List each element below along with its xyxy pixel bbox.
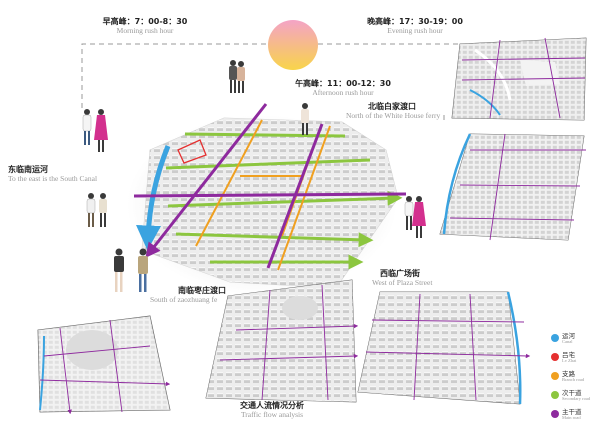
- legend-label: 运河: [562, 332, 575, 340]
- pedestrian-icon: [237, 61, 245, 93]
- north-ferry-zh: 北临白家渡口: [368, 102, 416, 111]
- lv-residence-outline: [177, 139, 207, 164]
- legend-sublabel: Branch road: [562, 376, 585, 382]
- legend-sublabel: Canal: [562, 338, 573, 344]
- evening-rush-label: 晚高峰：17：30-19：00 Evening rush hour: [360, 17, 470, 35]
- legend-sublabel: Main road: [562, 414, 581, 420]
- pedestrian-icon: [114, 248, 124, 292]
- pedestrian-icon: [86, 193, 96, 227]
- east-canal-zh: 东临南运河: [8, 165, 48, 174]
- map-panel-southwest: [37, 315, 171, 415]
- evening-rush-en: Evening rush hour: [387, 25, 443, 35]
- main-road-dot-icon: [551, 410, 559, 418]
- afternoon-rush-label: 午高峰：11：00-12：30 Afternoon rush hour: [288, 79, 398, 97]
- residence-dot-icon: [551, 353, 559, 361]
- pedestrian-figures: [82, 60, 426, 292]
- canal-dot-icon: [551, 334, 559, 342]
- north-ferry-label: 北临白家渡口 North of the White House ferry: [346, 102, 441, 120]
- map-panel-southeast: [357, 291, 531, 405]
- legend-sublabel: Lv Zhai: [562, 357, 577, 363]
- morning-rush-en: Morning rush hour: [116, 25, 174, 35]
- south-ferry-label: 南临枣庄渡口 South of zaozhuang fe: [150, 286, 226, 304]
- afternoon-rush-en: Afternoon rush hour: [312, 87, 374, 97]
- sun-icon: [268, 20, 318, 70]
- caption-zh: 交通人流情况分析: [240, 401, 304, 410]
- west-plaza-zh: 西临广场街: [380, 269, 420, 278]
- pedestrian-icon: [138, 248, 148, 292]
- east-canal-label: 东临南运河 To the east is the South Canal: [8, 165, 98, 183]
- map-panel-east: [439, 133, 586, 241]
- south-ferry-en: South of zaozhuang fe: [150, 294, 218, 304]
- afternoon-rush-zh: 午高峰：11：00-12：30: [295, 79, 391, 88]
- legend-label: 吕宅: [562, 351, 575, 359]
- pedestrian-icon: [94, 109, 108, 152]
- south-ferry-zh: 南临枣庄渡口: [178, 286, 226, 295]
- figure-caption: 交通人流情况分析 Traffic flow analysis: [222, 401, 322, 419]
- caption-en: Traffic flow analysis: [240, 409, 304, 419]
- branch-road-dot-icon: [551, 372, 559, 380]
- legend-label: 支路: [562, 370, 575, 378]
- morning-rush-label: 早高峰：7：00-8：30 Morning rush hour: [95, 17, 195, 35]
- west-plaza-label: 西临广场街 West of Plaza Street: [372, 269, 433, 287]
- west-plaza-en: West of Plaza Street: [372, 277, 433, 287]
- map-panel-north: [451, 37, 587, 121]
- pedestrian-icon: [412, 196, 426, 238]
- morning-rush-zh: 早高峰：7：00-8：30: [102, 17, 188, 26]
- secondary-road-dot-icon: [551, 391, 559, 399]
- pedestrian-icon: [82, 109, 92, 145]
- legend-label: 主干道: [562, 408, 582, 416]
- north-ferry-en: North of the White House ferry: [346, 110, 441, 120]
- main-canal: [136, 145, 171, 251]
- legend-sublabel: Secondary road: [562, 395, 591, 401]
- pedestrian-icon: [301, 103, 309, 135]
- east-canal-en: To the east is the South Canal: [8, 173, 98, 183]
- legend-label: 次干道: [562, 389, 582, 397]
- pedestrian-icon: [99, 193, 107, 227]
- pedestrian-icon: [404, 196, 414, 230]
- pedestrian-icon: [229, 60, 237, 93]
- evening-rush-zh: 晚高峰：17：30-19：00: [367, 17, 463, 26]
- main-block: [133, 103, 407, 289]
- map-panel-south: [205, 279, 359, 403]
